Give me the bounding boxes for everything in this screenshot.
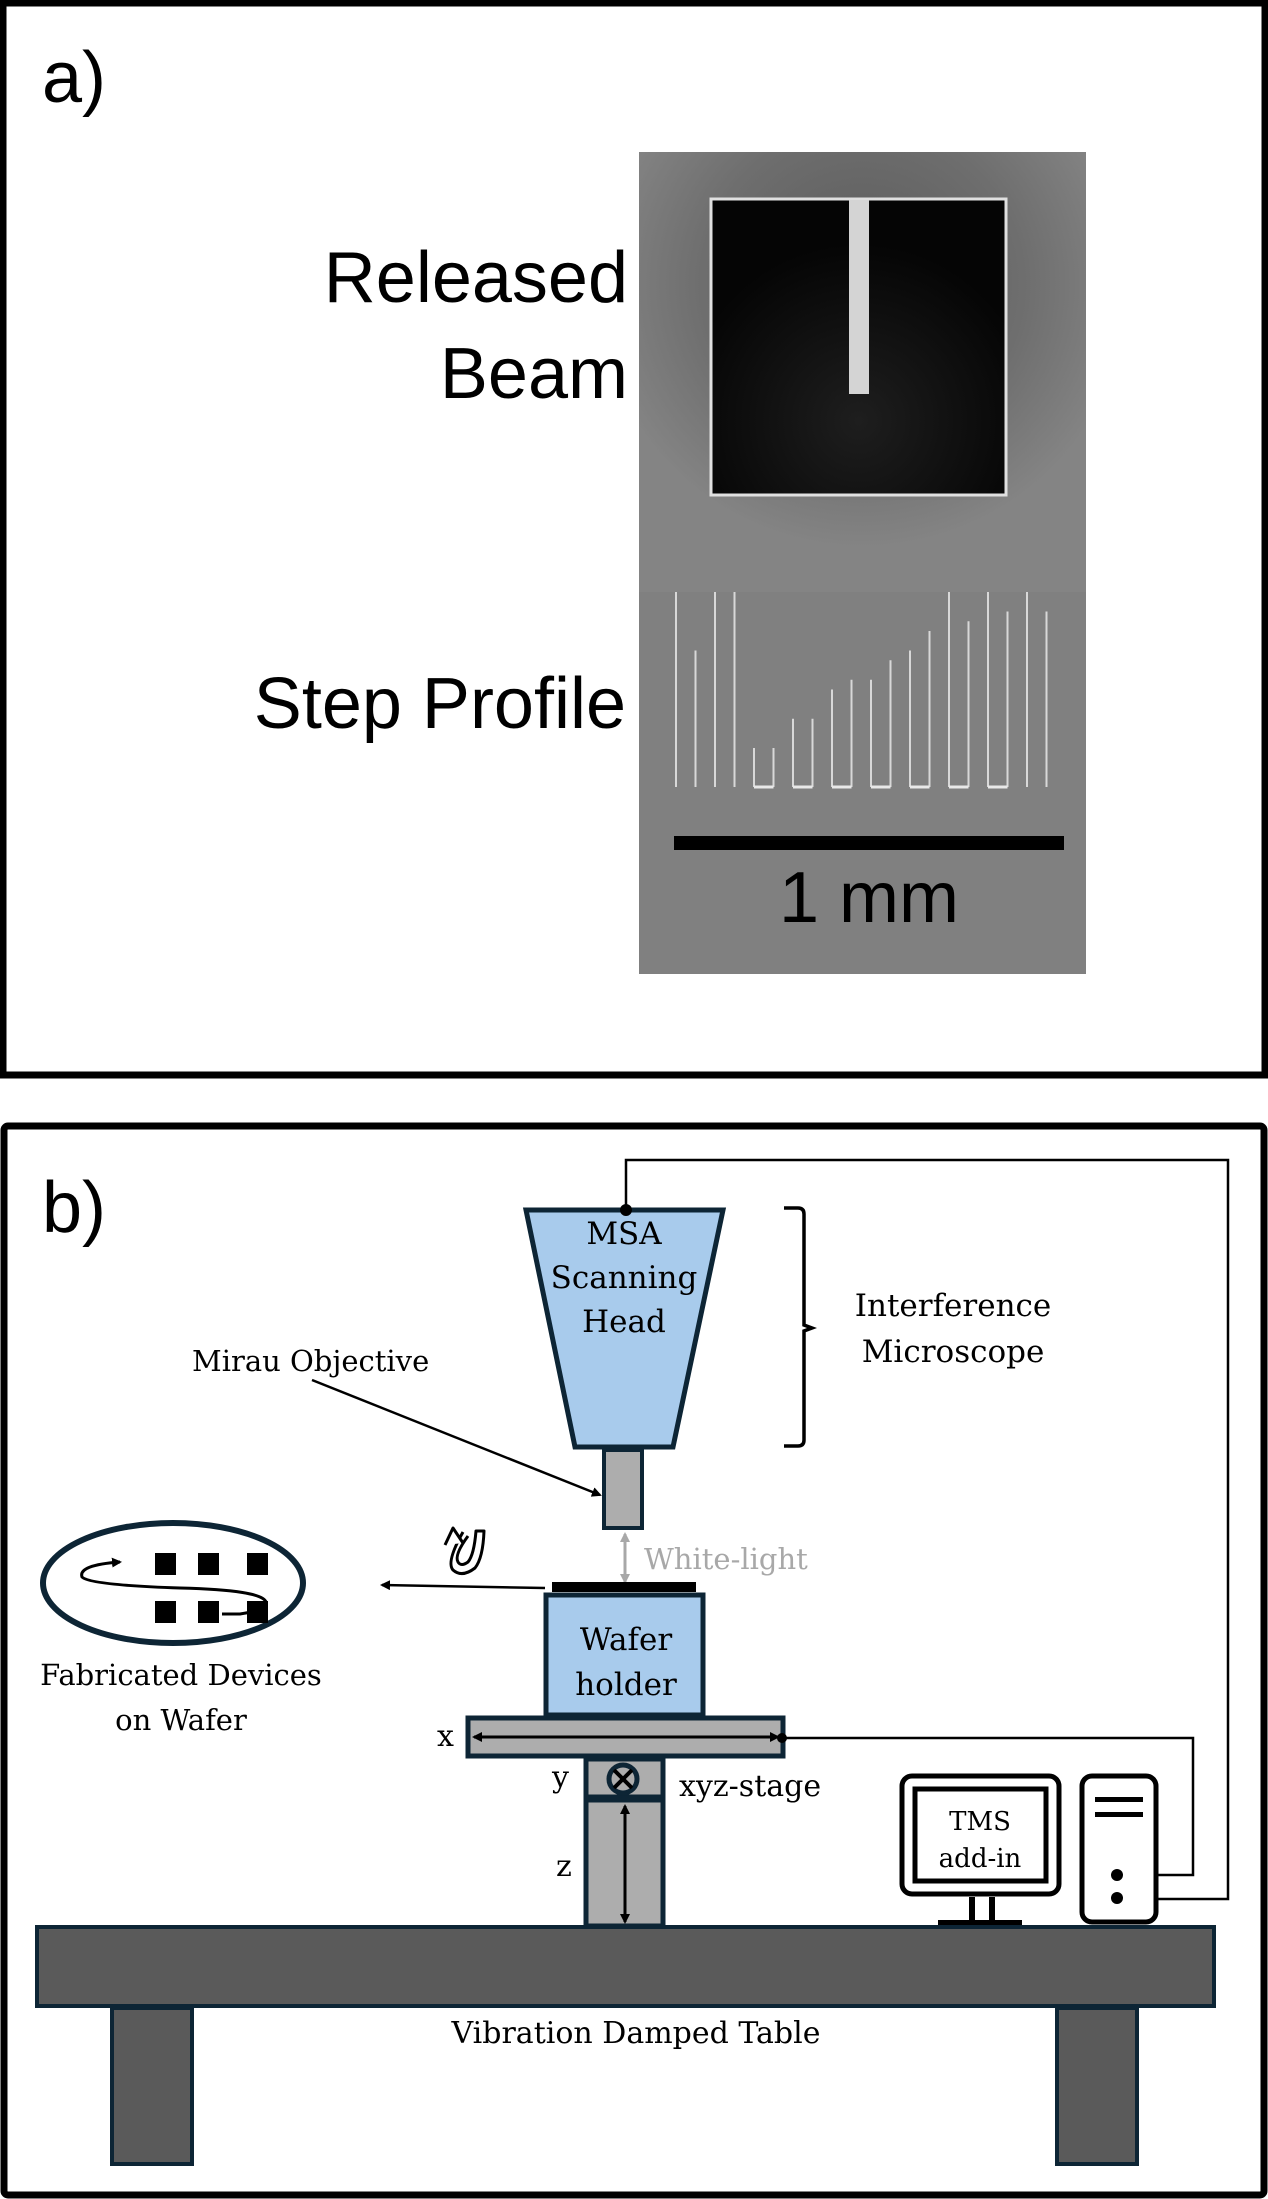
device-square — [155, 1601, 176, 1623]
released-beam-label-line2: Beam — [440, 334, 628, 414]
vibration-damped-table — [35, 1925, 1216, 2166]
released-beam — [849, 200, 869, 394]
table-label: Vibration Damped Table — [451, 2016, 821, 2051]
panel-a: a) Released Beam Step Profile 1 mm — [0, 0, 1268, 1079]
wafer-holder — [543, 1592, 706, 1718]
released-beam-label: Released — [324, 238, 628, 318]
mirau-pointer-arrow — [311, 1378, 602, 1497]
panel-b: b) MSA Scanning Head Interference Micros… — [0, 1122, 1268, 2199]
msa-label-line1: MSA — [586, 1216, 662, 1252]
white-light-label: White-light — [644, 1542, 808, 1576]
monitor-icon: TMS add-in — [899, 1773, 1062, 1926]
step-profile-label: Step Profile — [254, 664, 626, 744]
device-square — [155, 1553, 176, 1575]
wafer — [552, 1582, 696, 1592]
device-square — [198, 1601, 219, 1623]
y-axis-label: y — [551, 1760, 569, 1795]
into-page-icon — [606, 1762, 640, 1796]
interference-label-line1: Interference — [855, 1288, 1052, 1324]
panel-b-label: b) — [42, 1168, 106, 1248]
scale-bar-label: 1 mm — [779, 858, 959, 938]
step-profile-structure — [675, 592, 1048, 789]
fabricated-devices-label-line2: on Wafer — [115, 1703, 247, 1737]
wafer-holder-label-line2: holder — [575, 1667, 677, 1703]
msa-scanning-head: MSA Scanning Head — [522, 1204, 727, 1450]
scale-bar — [674, 836, 1064, 850]
computer-tower-icon — [1079, 1773, 1159, 1925]
tms-label-line2: add-in — [939, 1844, 1022, 1874]
xyz-stage-label: xyz-stage — [679, 1769, 821, 1804]
msa-label-line3: Head — [582, 1304, 666, 1340]
z-axis-label: z — [556, 1849, 572, 1884]
fabricated-devices-label-line1: Fabricated Devices — [40, 1658, 322, 1692]
wafer-inset-arrow — [380, 1580, 546, 1591]
scan-path-arrow — [80, 1557, 268, 1616]
mirau-objective — [602, 1448, 644, 1530]
panel-a-label: a) — [42, 38, 106, 118]
device-grid — [155, 1553, 268, 1623]
cable-head-to-computer — [624, 1158, 1230, 1901]
sem-micrograph: 1 mm — [639, 152, 1086, 974]
msa-label-line2: Scanning — [551, 1260, 698, 1296]
tms-label-line1: TMS — [949, 1807, 1011, 1837]
flip-rotation-icon — [443, 1526, 486, 1575]
device-square — [247, 1553, 268, 1575]
device-square — [198, 1553, 219, 1575]
mirau-objective-label: Mirau Objective — [192, 1344, 429, 1378]
interference-label-line2: Microscope — [862, 1334, 1045, 1370]
wafer-holder-label-line1: Wafer — [580, 1622, 672, 1658]
interference-bracket-icon — [784, 1206, 817, 1448]
x-axis-label: x — [437, 1719, 454, 1754]
fabricated-devices-inset — [40, 1520, 306, 1646]
